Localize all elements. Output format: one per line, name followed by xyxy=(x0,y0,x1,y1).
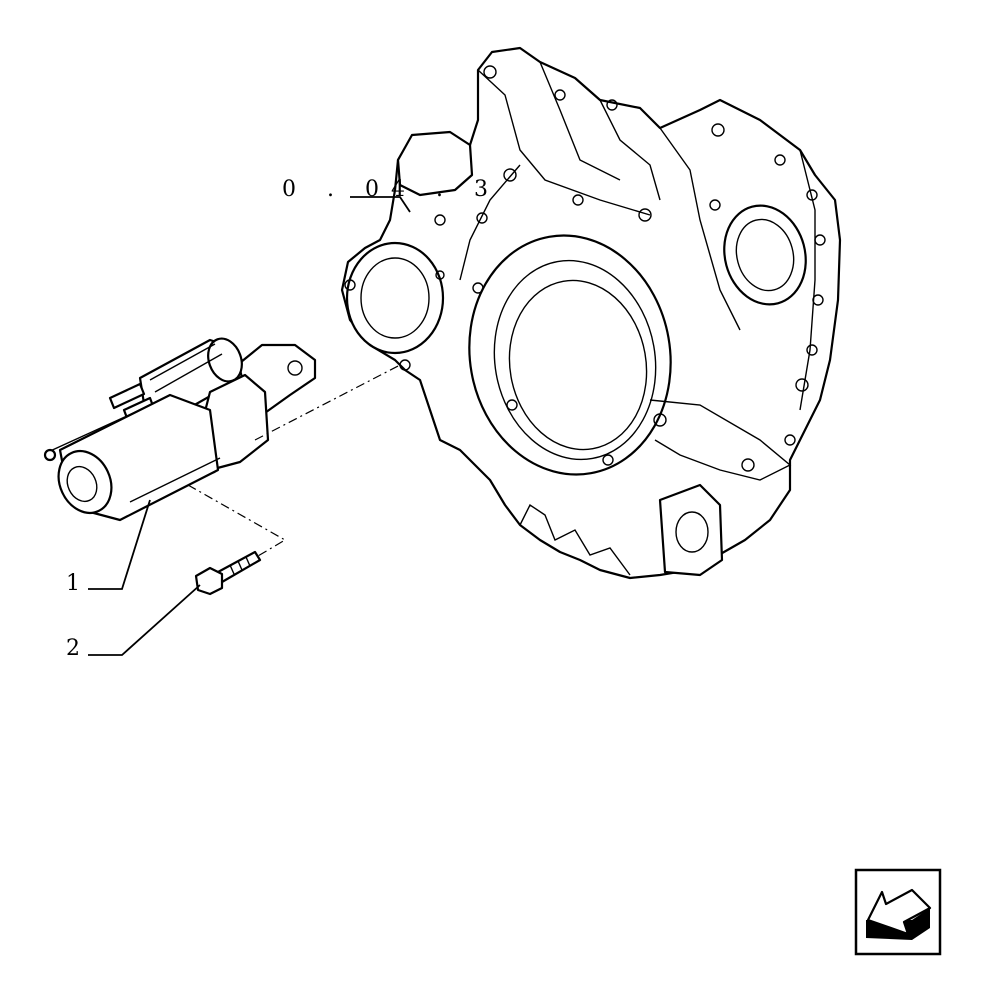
flange-bolt xyxy=(194,550,262,596)
callout-1: 1 xyxy=(66,571,80,596)
starter-motor xyxy=(43,337,317,522)
assembly-lines xyxy=(187,364,401,557)
flywheel-housing xyxy=(340,46,842,580)
next-page-arrow-icon[interactable] xyxy=(854,868,942,956)
callout-2: 2 xyxy=(66,636,80,661)
reference-label: 0 . 04 . 3 xyxy=(282,177,500,202)
leaders xyxy=(88,196,411,656)
bolt-holes xyxy=(344,65,826,472)
